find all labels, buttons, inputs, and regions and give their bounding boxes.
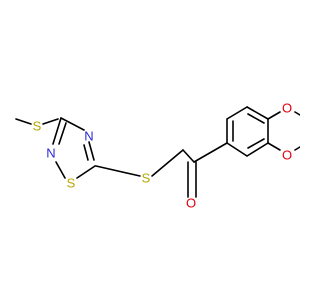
- bond-n4-c5-double: [83, 144, 89, 161]
- bond-benzene-3-inner: [247, 113, 265, 124]
- bond-benzene-2: [226, 106, 248, 120]
- atom-oxygen-dioxane-top: O: [282, 101, 292, 116]
- bond-o-top-ch2: [294, 111, 300, 116]
- bond-c5-s-linker: [95, 165, 141, 177]
- atom-nitrogen-lower: N: [46, 146, 55, 161]
- bond-benzene-5-inner: [247, 138, 265, 149]
- atom-sulfur-linker: S: [142, 171, 151, 186]
- bond-ring-o-top: [267, 111, 281, 120]
- bond-ring-o-bottom: [267, 142, 281, 151]
- bond-n4-c5: [88, 141, 95, 161]
- atom-oxygen-dioxane-bottom: O: [282, 148, 292, 163]
- bond-n2-s1: [55, 161, 66, 179]
- bond-ch2-carbonyl: [182, 149, 195, 163]
- atom-sulfur-ring: S: [67, 176, 76, 191]
- bond-benzene-3: [246, 106, 269, 120]
- molecule-structure-diagram: S N N S S O O O: [15, 101, 300, 211]
- bond-c3-n2: [52, 117, 62, 145]
- bond-benzene-5: [246, 142, 269, 157]
- atom-oxygen-carbonyl: O: [186, 196, 196, 211]
- atom-nitrogen-upper: N: [84, 129, 93, 144]
- bond-c3-n4: [60, 117, 85, 131]
- bond-s1-c5: [76, 165, 96, 179]
- atom-sulfur-methylthio: S: [33, 119, 42, 134]
- bond-o-bottom-ch2: [294, 146, 300, 151]
- bond-s-c3: [42, 118, 59, 125]
- bond-s-ch2: [151, 149, 184, 177]
- bond-c3-n2-double: [58, 122, 67, 145]
- bond-methyl-s: [15, 118, 32, 125]
- bond-carbonyl-ring: [193, 142, 228, 163]
- bond-benzene-6: [226, 142, 248, 157]
